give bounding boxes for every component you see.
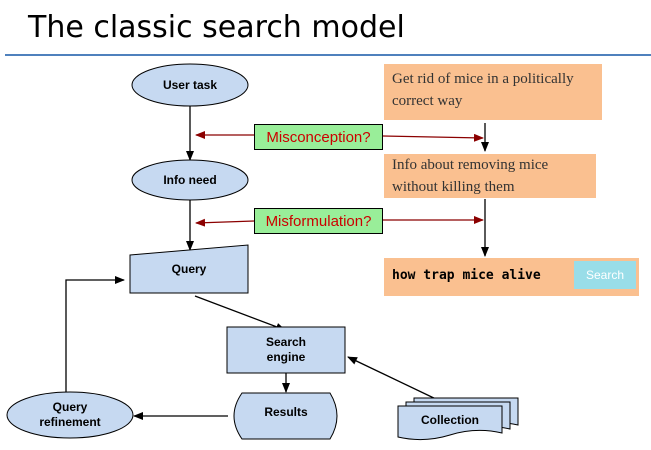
collection-label: Collection [421, 413, 479, 427]
search-query-text: how trap mice alive [392, 268, 541, 283]
search-engine-label-line1: Search [266, 335, 306, 349]
query-refinement-node: Query refinement [6, 391, 134, 439]
query-refinement-label-line1: Query [53, 400, 88, 414]
task-example-note: Get rid of mice in a politically correct… [384, 64, 602, 120]
search-box: how trap mice alive Search [384, 258, 639, 296]
need-example-note: Info about removing mice without killing… [384, 154, 596, 198]
page-title: The classic search model [28, 10, 405, 45]
arrow-collection-to-engine [347, 356, 439, 401]
collection-node: Collection [397, 397, 519, 441]
arrow-query-to-engine [194, 295, 286, 331]
query-label: Query [172, 262, 207, 276]
search-button[interactable]: Search [574, 261, 636, 289]
misformulation-label: Misformulation? [254, 208, 383, 234]
misconception-label: Misconception? [254, 124, 383, 150]
search-engine-label-line2: engine [267, 350, 306, 364]
results-label: Results [264, 405, 308, 419]
user-task-label: User task [163, 78, 217, 92]
info-need-label: Info need [163, 173, 216, 187]
user-task-node: User task [131, 63, 249, 107]
search-engine-node: Search engine [226, 326, 346, 374]
arrow-refinement-to-query [65, 276, 125, 392]
query-refinement-label-line2: refinement [39, 415, 100, 429]
results-node: Results [233, 392, 338, 440]
query-node: Query [129, 244, 249, 294]
misconception-arrow-right [382, 133, 484, 142]
info-need-node: Info need [131, 159, 249, 201]
misformulation-arrow-left [195, 218, 255, 227]
